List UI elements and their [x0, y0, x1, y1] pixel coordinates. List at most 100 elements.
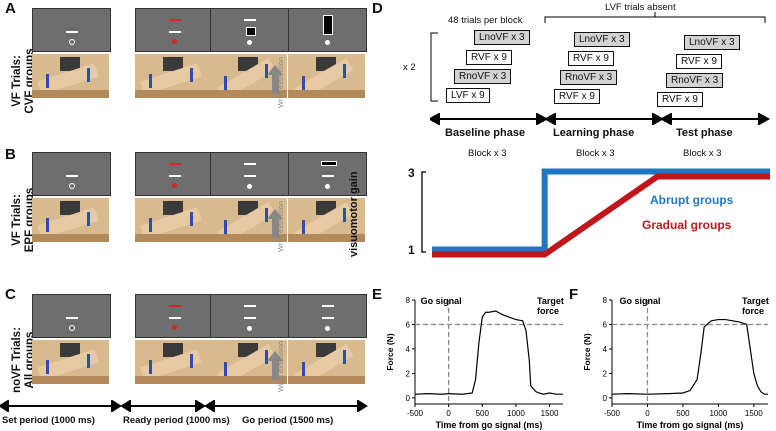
screen-a-set: [32, 8, 111, 52]
gain-axis-text: visuomotor gain: [348, 171, 360, 257]
force-label: force: [537, 306, 559, 316]
force-trace: [611, 318, 768, 395]
baseline-phase-label: Baseline phase: [445, 127, 526, 139]
force-label: force: [742, 306, 764, 316]
y-tick-label: 8: [406, 296, 411, 305]
y-tick-label: 8: [603, 296, 608, 305]
x-tick-label: 0: [645, 409, 650, 418]
photo-b1: [32, 198, 109, 242]
photo-c1: [32, 340, 109, 384]
photo-b2: [135, 198, 212, 242]
learning-box-1: LnoVF x 3: [574, 32, 630, 47]
gain-axis-bracket: [421, 171, 426, 253]
gradual-label: Gradual groups: [642, 218, 732, 232]
gain-series-abrupt: [432, 168, 770, 253]
force-bar: [321, 161, 337, 166]
go-period-label: Go period (1500 ms): [242, 415, 334, 426]
force-trace: [414, 310, 563, 395]
cursor-bar: [244, 317, 256, 319]
go-dot: [247, 184, 252, 189]
target-label: Target: [742, 296, 769, 306]
cursor-bar: [169, 317, 181, 319]
wrist-extension-label: Wrist extension: [276, 340, 285, 392]
y-tick-label: 4: [406, 345, 411, 354]
ready-dot: [172, 183, 177, 188]
y-axis-label: Force (N): [582, 333, 592, 370]
x-tick-label: 0: [446, 409, 451, 418]
target-bar: [244, 305, 256, 307]
cursor-bar: [169, 31, 181, 33]
cursor-bar: [244, 175, 256, 177]
screen-c-go1: [210, 294, 289, 338]
target-dot: [69, 325, 75, 331]
y-tick-label: 0: [603, 394, 608, 403]
gain-tick-3: 3: [408, 166, 415, 180]
abrupt-label: Abrupt groups: [650, 193, 734, 207]
trials-per-block-label: 48 trials per block: [448, 15, 523, 26]
baseline-box-4: LVF x 9: [446, 88, 490, 103]
y-tick-label: 0: [406, 394, 411, 403]
lvf-bracket: [544, 12, 766, 23]
cursor-bar: [169, 175, 181, 177]
x2-label: x 2: [403, 62, 416, 73]
cursor-bar: [66, 175, 78, 177]
go-dot: [325, 40, 330, 45]
x-tick-label: 500: [676, 409, 690, 418]
test-box-1: LnoVF x 3: [684, 35, 740, 50]
panel-label-c: C: [5, 286, 16, 303]
cursor-bar: [322, 175, 334, 177]
learning-box-4: RVF x 9: [554, 89, 600, 104]
baseline-box-3: RnoVF x 3: [454, 69, 512, 84]
target-bar: [169, 305, 181, 307]
lvf-absent-label: LVF trials absent: [605, 2, 676, 13]
baseline-box-1: LnoVF x 3: [474, 30, 530, 45]
photo-c4: [288, 340, 365, 384]
photo-b4: [288, 198, 365, 242]
baseline-block-label: Block x 3: [468, 148, 507, 159]
target-bar: [169, 163, 181, 165]
y-tick-label: 2: [603, 369, 608, 378]
photo-c2: [135, 340, 212, 384]
x-tick-label: -500: [604, 409, 621, 418]
baseline-box-2: RVF x 9: [466, 50, 512, 65]
ready-dot: [172, 39, 177, 44]
panel-label-f: F: [569, 286, 579, 303]
panel-label-d: D: [372, 0, 383, 17]
target-bar: [322, 305, 334, 307]
test-phase-label: Test phase: [676, 127, 733, 139]
force-bar: [246, 27, 256, 36]
cursor-bar: [66, 317, 78, 319]
screen-a-go1: [210, 8, 289, 52]
target-bar: [169, 19, 181, 21]
row-label-c-line1: noVF Trials:: [11, 327, 23, 393]
x-tick-label: 1500: [745, 409, 763, 418]
x-axis-label: Time from go signal (ms): [637, 420, 744, 430]
go-signal-label: Go signal: [421, 296, 462, 306]
set-period-label: Set period (1000 ms): [2, 415, 95, 426]
screen-a-go2: [288, 8, 367, 52]
screen-c-set: [32, 294, 111, 338]
wrist-arrow-icon: [267, 351, 283, 380]
x-tick-label: 500: [476, 409, 490, 418]
screen-b-go2: [288, 152, 367, 196]
target-dot: [69, 39, 75, 45]
cursor-bar: [322, 317, 334, 319]
gain-series-gradual: [432, 173, 770, 258]
photo-a4: [288, 54, 365, 98]
test-block-label: Block x 3: [683, 148, 722, 159]
go-dot: [325, 326, 330, 331]
target-bar: [244, 163, 256, 165]
cursor-bar: [66, 31, 78, 33]
go-signal-label: Go signal: [619, 296, 660, 306]
learning-box-2: RVF x 9: [568, 51, 614, 66]
go-dot: [247, 326, 252, 331]
ready-dot: [172, 325, 177, 330]
gain-tick-1: 1: [408, 243, 415, 257]
go-dot: [247, 40, 252, 45]
row-label-b-line1: VF Trials:: [11, 194, 23, 246]
screen-b-ready: [135, 152, 214, 196]
